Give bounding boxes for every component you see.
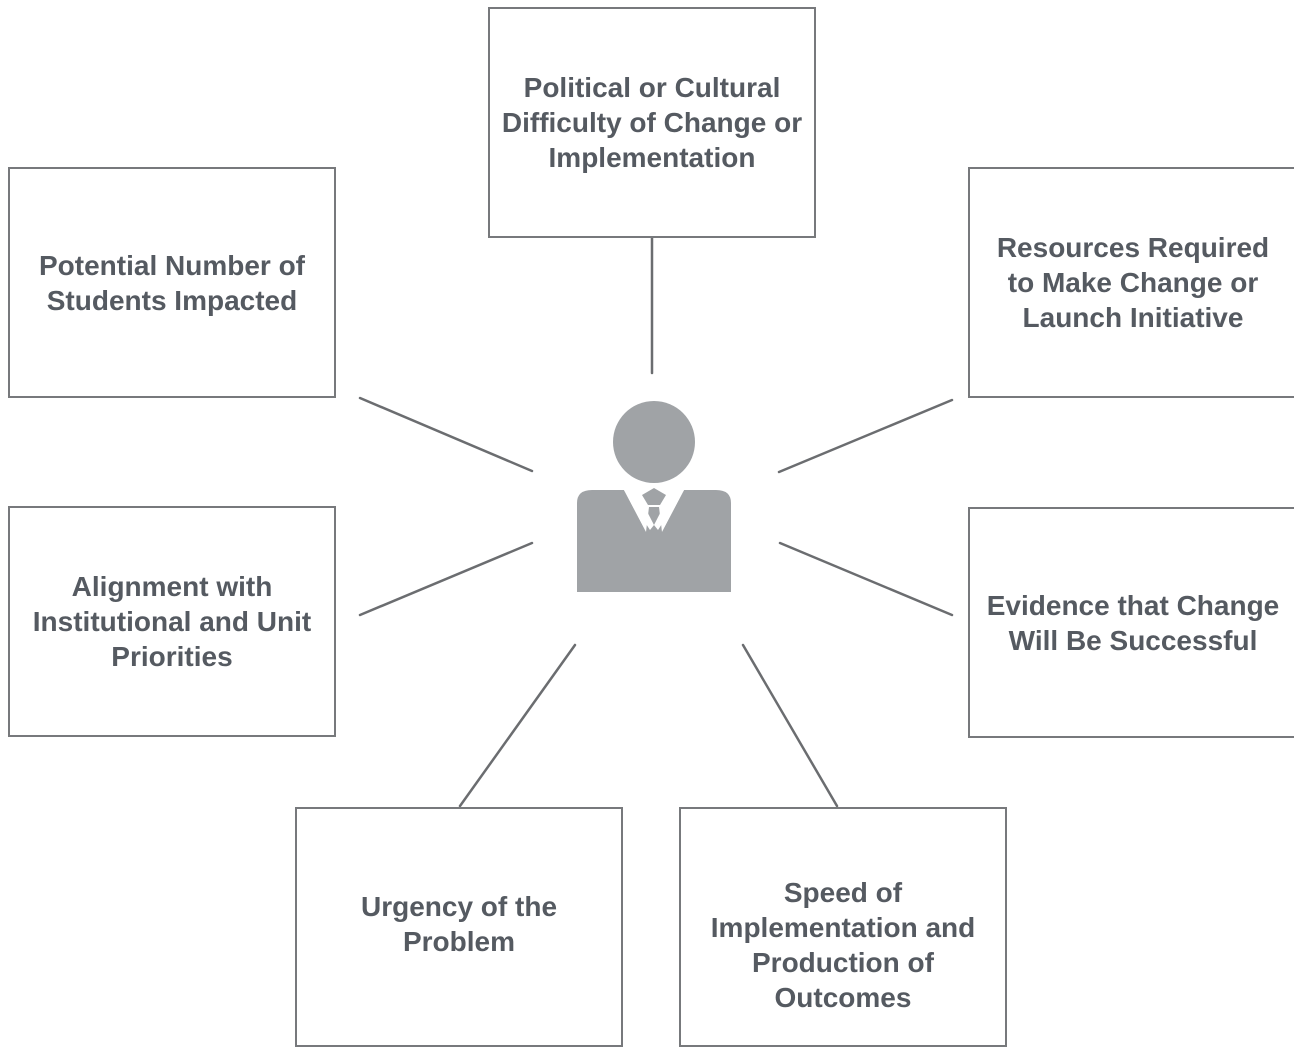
factor-box-political-difficulty: Political or Cultural Difficulty of Chan…	[488, 7, 816, 238]
connector-urgency	[458, 643, 577, 808]
factor-label-students-impacted: Potential Number of Students Impacted	[38, 249, 305, 316]
factor-label-political-difficulty: Political or Cultural Difficulty of Chan…	[501, 72, 803, 173]
factor-box-urgency: Urgency of the Problem	[295, 807, 623, 1047]
connector-resources	[777, 398, 954, 474]
factor-box-students-impacted: Potential Number of Students Impacted	[8, 167, 336, 398]
factor-box-resources-required: Resources Required to Make Change or Lau…	[968, 167, 1294, 398]
factor-label-speed-of-implementation: Speed of Implementation and Production o…	[710, 877, 976, 1013]
connector-speed	[741, 643, 839, 808]
connector-evidence	[778, 541, 954, 617]
factor-box-speed-of-implementation: Speed of Implementation and Production o…	[679, 807, 1007, 1047]
connector-alignment	[358, 541, 534, 617]
connector-students	[358, 396, 534, 473]
factor-label-resources-required: Resources Required to Make Change or Lau…	[996, 232, 1270, 333]
factor-label-evidence-success: Evidence that Change Will Be Successful	[986, 589, 1280, 656]
factor-label-alignment-priorities: Alignment with Institutional and Unit Pr…	[32, 571, 312, 672]
business-person-icon	[577, 401, 731, 592]
factor-box-alignment-priorities: Alignment with Institutional and Unit Pr…	[8, 506, 336, 737]
factor-label-urgency: Urgency of the Problem	[360, 891, 558, 957]
factor-box-evidence-success: Evidence that Change Will Be Successful	[968, 507, 1294, 738]
